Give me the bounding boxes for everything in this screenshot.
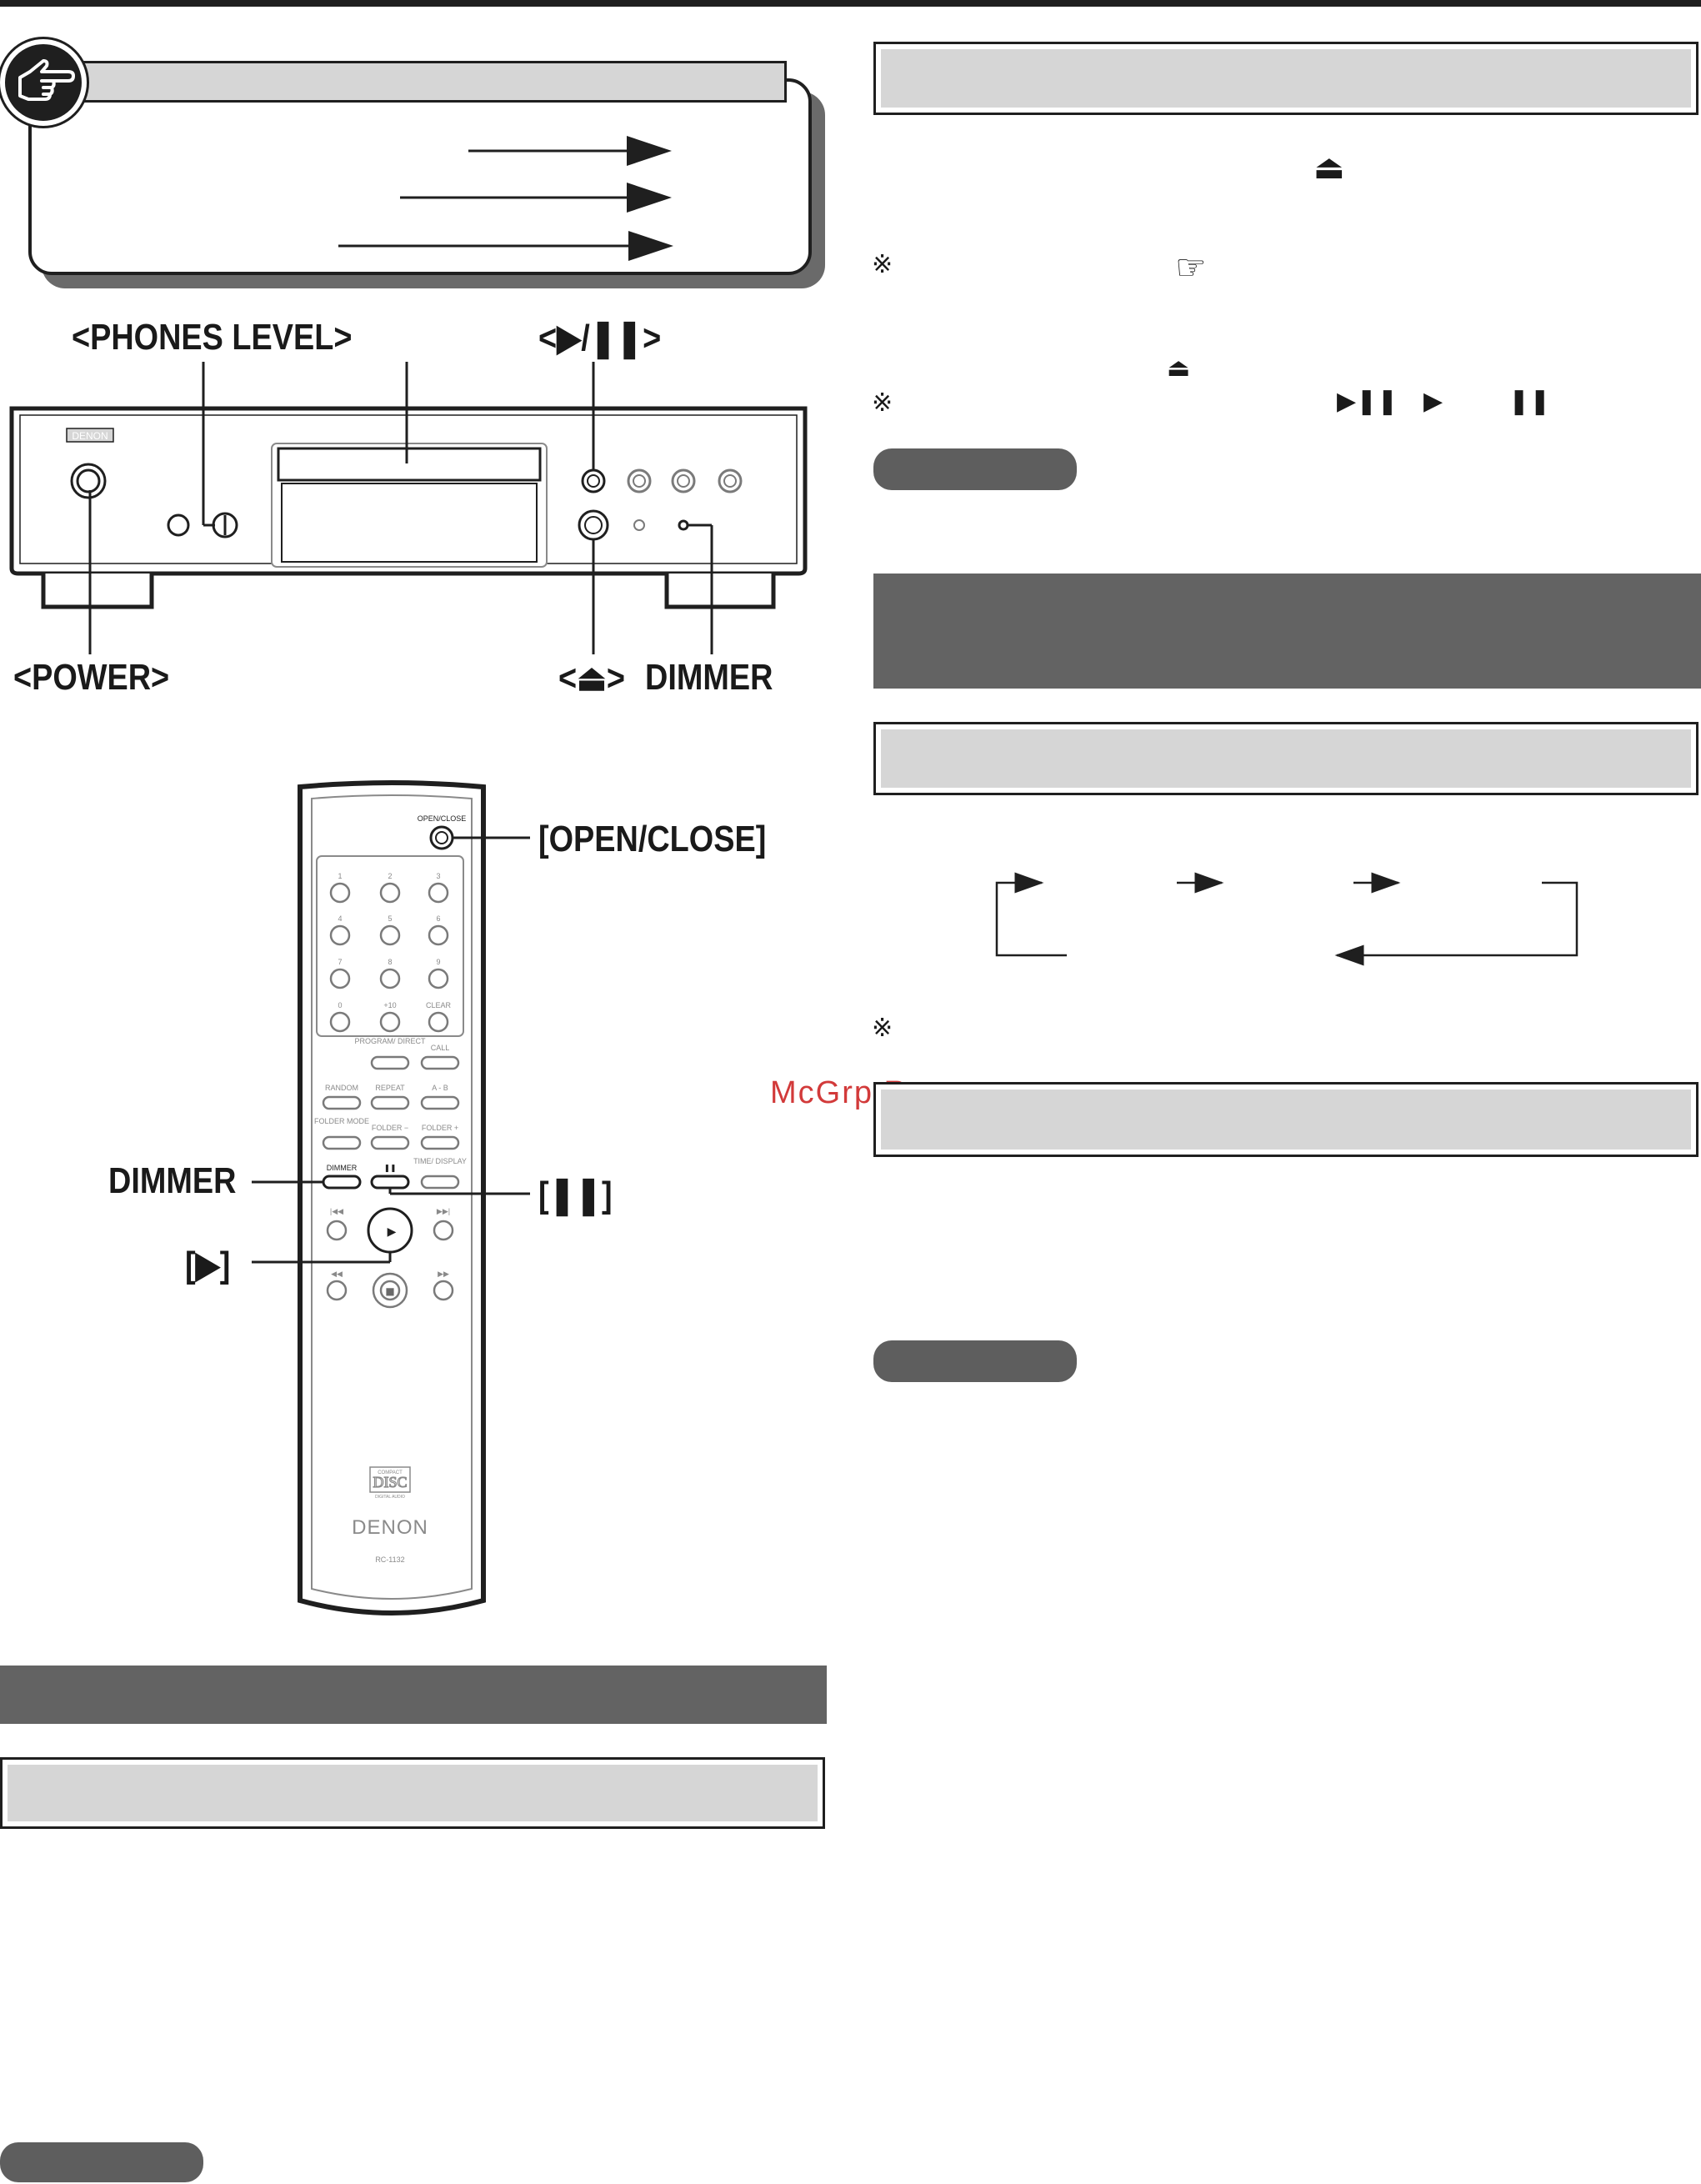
- key-time-display: TIME/ DISPLAY: [413, 1157, 467, 1165]
- reference-mark-1: ※: [872, 250, 893, 279]
- keypad-label: 1: [338, 872, 342, 880]
- front-panel-drawing: DENON: [9, 362, 808, 654]
- section-header-left: [0, 1666, 827, 1724]
- key-skip-forward: ▶▶|: [437, 1207, 450, 1215]
- remote-brand: DENON: [352, 1516, 428, 1539]
- key-skip-back: |◀◀: [330, 1207, 343, 1215]
- keypad-button: [329, 924, 351, 946]
- label-open-close: [OPEN/CLOSE]: [538, 819, 767, 859]
- subsection-header-right-3: [873, 1082, 1698, 1157]
- label-pause-remote: [❚❚]: [538, 1175, 613, 1215]
- label-dimmer-front: DIMMER: [645, 657, 773, 698]
- eject-icon: ⏏: [1313, 148, 1345, 187]
- section-header-right: [873, 574, 1701, 689]
- keypad-label: 3: [436, 872, 440, 880]
- key-folder-minus: FOLDER −: [372, 1124, 408, 1132]
- remote-model: RC-1132: [375, 1555, 404, 1564]
- remote-drawing: OPEN/CLOSE 1 2 3 4 5 6 7 8 9 0 +10 CLEAR PROGRAM/ D…: [252, 780, 530, 1615]
- key-stop: ■: [385, 1285, 394, 1297]
- label-eject: <⏏>: [558, 658, 625, 699]
- keypad-button: [428, 968, 449, 989]
- keypad-label: 9: [436, 958, 440, 966]
- keypad-label: +10: [383, 1001, 396, 1009]
- key-pause: ❚❚: [383, 1165, 396, 1173]
- hand-pointer-badge: [0, 39, 87, 126]
- reference-mark-2: ※: [872, 388, 893, 418]
- note-pill-right-2: [873, 1340, 1077, 1382]
- label-play-pause: <▶/❚❚>: [538, 318, 662, 358]
- keypad-label: 7: [338, 958, 342, 966]
- key-folder-mode: FOLDER MODE: [314, 1117, 369, 1125]
- disc-logo-main: DISC: [373, 1474, 407, 1490]
- subsection-header-right-1: [873, 42, 1698, 115]
- disc-logo-bottom: DIGITAL AUDIO: [375, 1495, 405, 1500]
- keypad-button: [428, 882, 449, 904]
- keypad-label: 8: [388, 958, 392, 966]
- note-pill-left: [0, 2142, 203, 2182]
- key-a-b: A - B: [432, 1084, 448, 1092]
- pause-icon: ❚❚: [1508, 387, 1551, 416]
- play-pause-icon: ▶❚❚: [1337, 387, 1398, 416]
- label-play-remote: [▶]: [185, 1245, 231, 1285]
- keypad-button: [379, 924, 401, 946]
- keypad-button: [379, 1011, 401, 1033]
- keypad-label: 0: [338, 1001, 342, 1009]
- key-repeat: REPEAT: [375, 1084, 405, 1092]
- key-dimmer: DIMMER: [327, 1164, 358, 1172]
- subsection-header-right-2: [873, 722, 1698, 795]
- front-brand: DENON: [72, 430, 108, 442]
- note-pill-right-1: [873, 448, 1077, 490]
- keypad-label: 2: [388, 872, 392, 880]
- callout-arrows: [338, 136, 673, 261]
- keypad-label: CLEAR: [426, 1001, 452, 1009]
- subsection-header-left: [0, 1757, 825, 1829]
- top-rule: [0, 0, 1701, 7]
- key-play: ▶: [388, 1225, 397, 1239]
- label-dimmer-remote: DIMMER: [108, 1160, 237, 1201]
- play-icon: ▶: [1423, 387, 1443, 416]
- keypad-label: 6: [436, 914, 440, 923]
- keypad-button: [379, 968, 401, 989]
- key-folder-plus: FOLDER +: [422, 1124, 458, 1132]
- callout-box: [28, 78, 812, 275]
- key-fast-forward: ▶▶: [438, 1270, 449, 1278]
- keypad-label: 5: [388, 914, 392, 923]
- keypad-button: [428, 924, 449, 946]
- keypad-button: [329, 882, 351, 904]
- key-call: CALL: [431, 1044, 450, 1052]
- label-phones-level: <PHONES LEVEL>: [72, 317, 353, 358]
- key-program-direct: PROGRAM/ DIRECT: [354, 1037, 426, 1045]
- callout-title-bar: [73, 61, 787, 103]
- keypad-button: [329, 1011, 351, 1033]
- key-rewind: ◀◀: [331, 1270, 343, 1278]
- remote-top-label: OPEN/CLOSE: [418, 814, 467, 823]
- keypad-button: [428, 1011, 449, 1033]
- cycle-diagram: [995, 872, 1578, 966]
- label-power: <POWER>: [13, 657, 170, 698]
- keypad-label: 4: [338, 914, 342, 923]
- keypad-button: [379, 882, 401, 904]
- eject-icon-small: ⏏: [1167, 353, 1191, 383]
- disc-logo-top: COMPACT: [378, 1470, 403, 1475]
- keypad-button: [329, 968, 351, 989]
- hand-pointer-icon: ☞: [1175, 247, 1207, 288]
- key-random: RANDOM: [325, 1084, 358, 1092]
- reference-mark-3: ※: [872, 1014, 893, 1043]
